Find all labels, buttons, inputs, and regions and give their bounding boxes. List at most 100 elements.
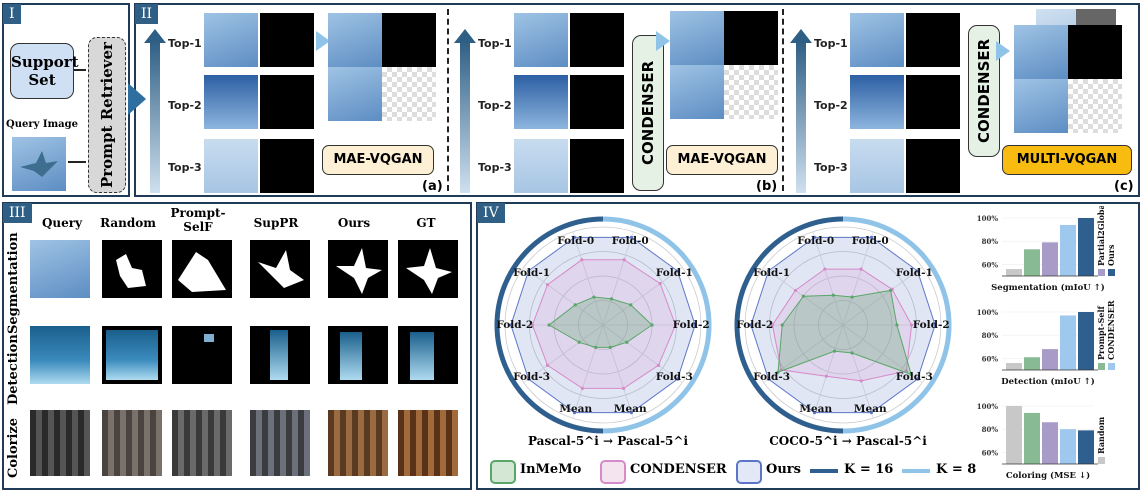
radar-axis-label: Fold-0	[852, 235, 889, 247]
radar-spoke	[602, 324, 683, 383]
radar-point	[609, 297, 614, 301]
y-tick-label: 100%	[977, 308, 999, 317]
canvas-query	[670, 65, 724, 119]
panel-qualitative: III Query Random Prompt-SelF SupPR Ours …	[2, 202, 472, 490]
rank-arrow-icon	[150, 41, 160, 193]
radar-axis-label: Fold-0	[797, 235, 834, 247]
radar-point	[915, 269, 920, 273]
rank-arrow-icon	[460, 41, 470, 193]
radar-point	[547, 323, 551, 327]
segmentation-random	[102, 240, 162, 298]
arrow-icon	[316, 31, 330, 51]
panel-retriever: I Support Set Query Image Prompt Retriev…	[2, 3, 130, 197]
ring-k8	[842, 216, 952, 326]
radar-spoke	[523, 324, 604, 383]
radar-axis-label: Fold-3	[753, 371, 790, 383]
colorize-ours	[328, 410, 388, 476]
ring-k8	[842, 324, 952, 434]
rank-arrow-icon	[454, 29, 476, 43]
radar-axis-label: Fold-0	[612, 235, 649, 247]
radar-point	[888, 288, 893, 293]
y-tick-label: 60%	[982, 260, 999, 269]
prompt-mask	[906, 139, 960, 193]
radar-point	[526, 269, 531, 273]
radar-axis-label: Fold-1	[753, 267, 790, 279]
top-label: Top-3	[814, 161, 848, 174]
legend-item: CONDENSER	[1106, 300, 1116, 370]
radar-spoke	[842, 324, 874, 419]
radar-axis-label: Fold-2	[496, 319, 533, 331]
y-tick-label: 80%	[982, 237, 999, 246]
prompt-mask	[570, 13, 624, 67]
segmentation-query	[30, 240, 90, 298]
radar-spoke	[842, 231, 874, 326]
y-tick-label: 60%	[982, 448, 999, 457]
radar-point	[608, 345, 612, 349]
row-label: Detection	[6, 334, 21, 406]
radar-point	[850, 351, 854, 355]
bar-prompt-self	[1024, 249, 1040, 276]
segmentation-prompt-self	[172, 240, 232, 298]
radar-point	[656, 363, 661, 367]
legend-swatch	[1098, 457, 1105, 464]
radar-axis-label: Fold-2	[913, 319, 950, 331]
radar-point	[545, 283, 550, 287]
bar-prompt-self	[1024, 357, 1040, 370]
colorize-prompt-self	[172, 410, 232, 476]
canvas-mask	[382, 13, 436, 67]
legend-label: Prompt-Self	[1096, 305, 1106, 360]
radar-point	[766, 269, 771, 273]
subfig-label: (a)	[422, 179, 443, 194]
radar-point	[629, 411, 634, 415]
radar-spoke	[812, 324, 844, 419]
canvas-image	[328, 13, 382, 67]
radar-spoke	[842, 324, 923, 383]
rank-arrow-icon	[144, 29, 166, 43]
bar-partial2global	[1042, 242, 1058, 276]
radar-point	[933, 323, 937, 327]
prompt-mask	[260, 139, 314, 193]
prompt-retriever-box: Prompt Retriever	[88, 37, 126, 193]
prompt-image	[204, 139, 258, 193]
radar-point	[629, 303, 633, 307]
prompt-image	[850, 75, 904, 129]
radar-point	[859, 379, 863, 383]
colorize-random	[102, 410, 162, 476]
prompt-mask	[260, 13, 314, 67]
radar-spoke	[602, 267, 683, 326]
radar-axis-label: Mean	[854, 403, 887, 415]
radar-point	[573, 303, 577, 307]
radar-point	[801, 294, 805, 298]
legend-label: Random	[1096, 416, 1106, 454]
legend-item: Ours	[1106, 244, 1116, 276]
legend-label: InMeMo	[520, 462, 582, 477]
bar-chart-coloring: 60%80%100%Coloring (MSE ↓)Random	[977, 402, 1106, 481]
bar-chart-segmentation: 60%80%100%Segmentation (mIoU ↑)Partial2G…	[977, 206, 1116, 293]
ring-k16	[494, 324, 604, 434]
radar-spoke	[572, 324, 604, 419]
legend-swatch	[1108, 269, 1115, 276]
ring-k16	[494, 216, 604, 326]
bar-partial2global	[1042, 422, 1058, 464]
arrow-icon	[996, 41, 1010, 61]
prompt-image	[204, 13, 258, 67]
legend-label: K = 8	[936, 462, 977, 477]
prompt-image	[514, 139, 568, 193]
radar-caption: Pascal-5^i → Pascal-5^i	[527, 434, 689, 448]
prompt-image	[850, 13, 904, 67]
top-label: Top-3	[168, 161, 202, 174]
top-label: Top-1	[814, 37, 848, 50]
radar-axis-label: Fold-1	[896, 267, 933, 279]
canvas-mask	[1068, 25, 1122, 79]
x-axis-label: Segmentation (mIoU ↑)	[991, 282, 1105, 293]
legend-swatch	[1108, 363, 1115, 370]
radar-axis-label: Fold-2	[673, 319, 710, 331]
divider	[447, 9, 449, 191]
prompt-image	[514, 75, 568, 129]
detection-gt	[398, 326, 458, 384]
radar-point	[625, 340, 629, 344]
colorize-gt	[398, 410, 458, 476]
radar-axis-label: Mean	[559, 403, 592, 415]
radar-point	[572, 411, 577, 415]
